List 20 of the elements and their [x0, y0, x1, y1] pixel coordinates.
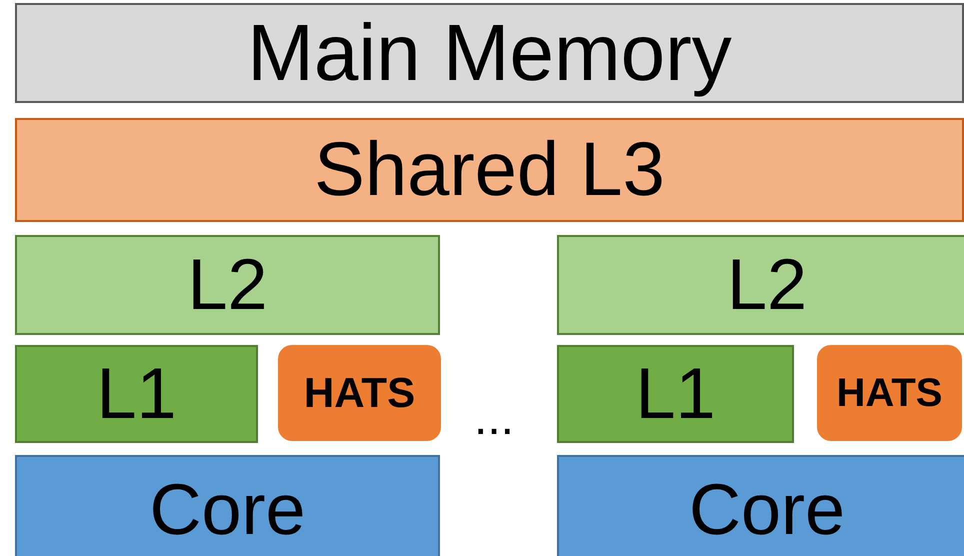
- cache-block: [15, 235, 440, 335]
- unit-label: HATS: [836, 373, 942, 413]
- cache-layer: [15, 118, 964, 222]
- cache-label: L2: [187, 249, 268, 321]
- layer-label: Shared L3: [314, 132, 665, 208]
- core-label: Core: [688, 474, 846, 546]
- cache-block: [15, 345, 258, 443]
- cache-block: [557, 345, 794, 443]
- core-label: Core: [149, 474, 306, 546]
- cache-block: [557, 235, 964, 335]
- core-block: [557, 455, 964, 556]
- scheduler-block: [817, 345, 962, 441]
- core-block: [15, 455, 440, 556]
- memory-layer: [15, 3, 964, 103]
- cache-label: L1: [96, 358, 177, 430]
- scheduler-block: [278, 345, 441, 441]
- ellipsis-text: ...: [474, 395, 514, 443]
- cache-label: L1: [635, 358, 716, 430]
- cache-label: L2: [726, 249, 808, 321]
- unit-label: HATS: [304, 372, 416, 414]
